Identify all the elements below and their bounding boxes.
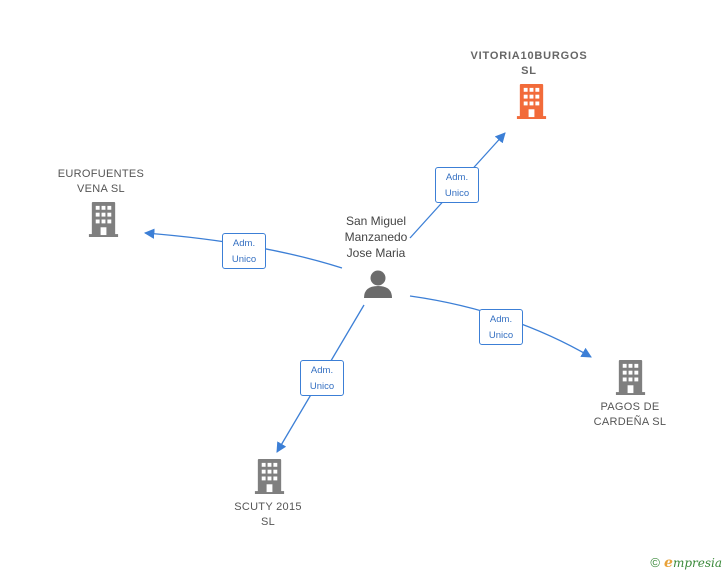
company-name-vitoria[interactable]: VITORIA10BURGOS SL — [470, 50, 588, 77]
person-name[interactable]: San Miguel Manzanedo Jose Maria — [344, 214, 408, 260]
building-icon[interactable] — [615, 360, 646, 395]
brand-name: mpresia — [672, 556, 722, 570]
company-name-eurofuentes[interactable]: EUROFUENTES VENA SL — [57, 168, 145, 195]
building-icon[interactable] — [88, 202, 119, 237]
relation-label-vitoria: Adm. Unico — [435, 167, 479, 203]
building-icon[interactable] — [254, 459, 285, 494]
company-name-scuty[interactable]: SCUTY 2015 SL — [234, 501, 302, 528]
company-name-pagos[interactable]: PAGOS DE CARDEÑA SL — [593, 401, 667, 428]
person-icon[interactable] — [364, 270, 392, 299]
brand-logo: ©empresia — [650, 555, 722, 571]
relation-label-eurofuentes: Adm. Unico — [222, 233, 266, 269]
copyright-symbol: © — [650, 555, 661, 570]
relation-label-pagos: Adm. Unico — [479, 309, 523, 345]
building-icon[interactable] — [516, 84, 547, 119]
relation-label-scuty: Adm. Unico — [300, 360, 344, 396]
brand-first-letter: e — [664, 555, 673, 571]
